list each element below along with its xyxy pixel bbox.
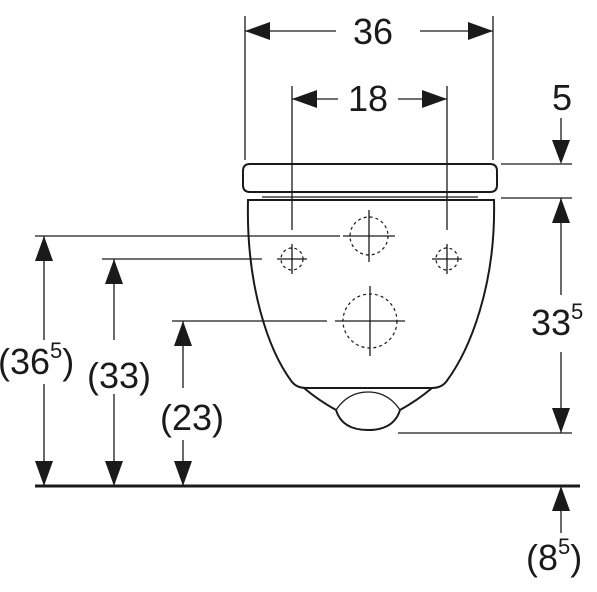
toilet-outlet bbox=[335, 391, 401, 411]
toilet-seat bbox=[242, 163, 498, 193]
dimension-label-8-5: (85) bbox=[526, 534, 582, 578]
dimension-label-5: 5 bbox=[552, 77, 572, 118]
dimension-label-23: (23) bbox=[160, 397, 224, 438]
outlet-hole bbox=[335, 286, 405, 356]
dimension-bowl-height: 335 bbox=[398, 198, 583, 434]
dimension-outlet-height: (23) bbox=[160, 320, 327, 486]
dimension-label-33: (33) bbox=[87, 355, 151, 396]
inlet-hole bbox=[343, 210, 395, 262]
toilet-outline bbox=[242, 163, 498, 432]
dimension-label-36-5: (365) bbox=[0, 338, 74, 382]
dimension-fixing-spacing: 18 bbox=[291, 78, 448, 230]
right-fixing-hole bbox=[432, 244, 462, 274]
dimension-upper-hole-height: (365) bbox=[0, 235, 340, 486]
toilet-foot bbox=[303, 387, 433, 432]
dimension-label-18: 18 bbox=[348, 78, 388, 119]
dimension-side-hole-height: (33) bbox=[87, 258, 262, 486]
dimension-label-33-5: 335 bbox=[531, 299, 583, 343]
dimension-overall-width: 36 bbox=[244, 11, 494, 160]
dimension-below-floor: (85) bbox=[526, 486, 582, 578]
fixing-holes bbox=[277, 210, 462, 356]
dimension-seat-thickness: 5 bbox=[501, 77, 572, 199]
left-fixing-hole bbox=[277, 244, 307, 274]
dimension-label-36: 36 bbox=[353, 11, 393, 52]
